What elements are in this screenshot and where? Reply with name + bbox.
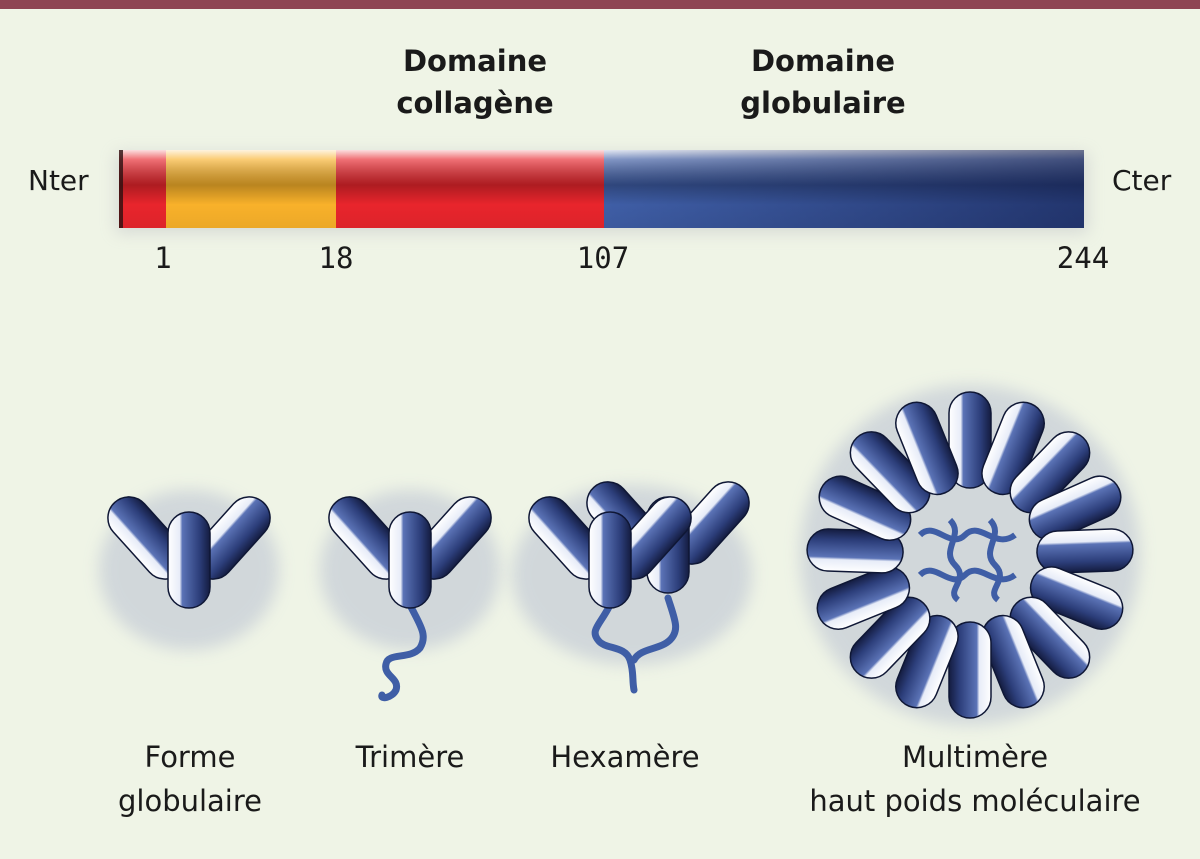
- caption-trimer: Trimère: [330, 735, 490, 779]
- multimer-icon: [800, 385, 1140, 725]
- trimer-icon: [320, 488, 500, 697]
- caption-globular-form: Forme globulaire: [100, 735, 280, 823]
- globular-form-icon: [99, 488, 279, 650]
- caption-hexamer: Hexamère: [535, 735, 715, 779]
- globular-shading: [604, 150, 1084, 228]
- domain-bar: [116, 150, 1088, 233]
- hexamer-icon: [512, 473, 758, 690]
- caption-multimer: Multimère haut poids moléculaire: [770, 735, 1180, 823]
